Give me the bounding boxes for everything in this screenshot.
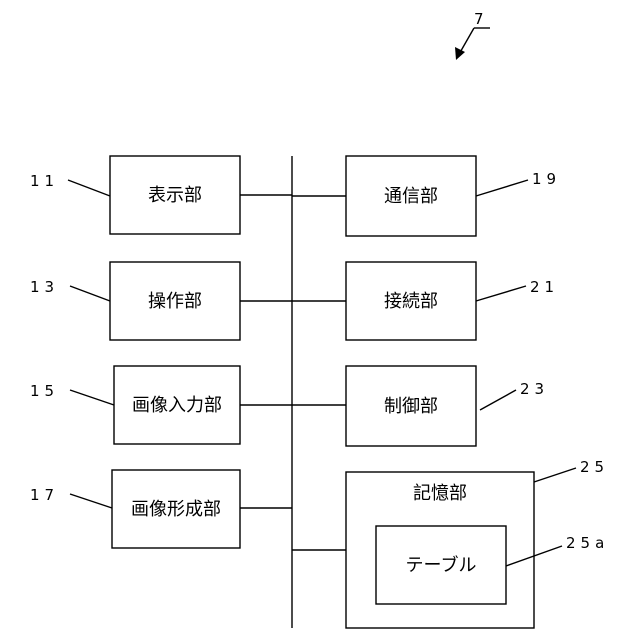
ref-leader <box>70 286 110 301</box>
ref-leader <box>480 390 516 410</box>
unit-image-forming: 17 画像形成部 <box>30 470 292 548</box>
figure-ref-label: 7 <box>474 10 489 28</box>
ref-leader <box>476 180 528 196</box>
unit-label: 表示部 <box>148 185 202 206</box>
ref-leader <box>70 390 114 405</box>
storage-label: 記憶部 <box>413 483 467 504</box>
unit-display: 11 表示部 <box>30 156 292 234</box>
unit-storage: 記憶部 25 テーブル 25a <box>292 458 609 628</box>
ref-label: 13 <box>30 278 59 296</box>
unit-label: 画像形成部 <box>131 499 221 520</box>
unit-image-input: 15 画像入力部 <box>30 366 292 444</box>
ref-label: 21 <box>530 278 559 296</box>
figure-ref-arrowhead <box>455 47 465 60</box>
unit-communication: 通信部 19 <box>292 156 561 236</box>
unit-label: 制御部 <box>384 396 438 417</box>
table-ref-label: 25a <box>566 534 609 552</box>
unit-label: 画像入力部 <box>132 395 222 416</box>
ref-leader <box>70 494 112 508</box>
ref-leader <box>476 286 526 301</box>
storage-ref-label: 25 <box>580 458 609 476</box>
ref-label: 17 <box>30 486 59 504</box>
unit-operation: 13 操作部 <box>30 262 292 340</box>
ref-label: 15 <box>30 382 59 400</box>
unit-connection: 接続部 21 <box>292 262 559 340</box>
ref-leader <box>534 468 576 482</box>
ref-label: 23 <box>520 380 549 398</box>
unit-control: 制御部 23 <box>292 366 549 446</box>
table-label: テーブル <box>406 554 477 576</box>
unit-label: 操作部 <box>148 291 202 312</box>
ref-label: 11 <box>30 172 59 190</box>
ref-leader <box>68 180 110 196</box>
ref-label: 19 <box>532 170 561 188</box>
unit-label: 通信部 <box>384 186 438 207</box>
unit-label: 接続部 <box>384 291 438 312</box>
